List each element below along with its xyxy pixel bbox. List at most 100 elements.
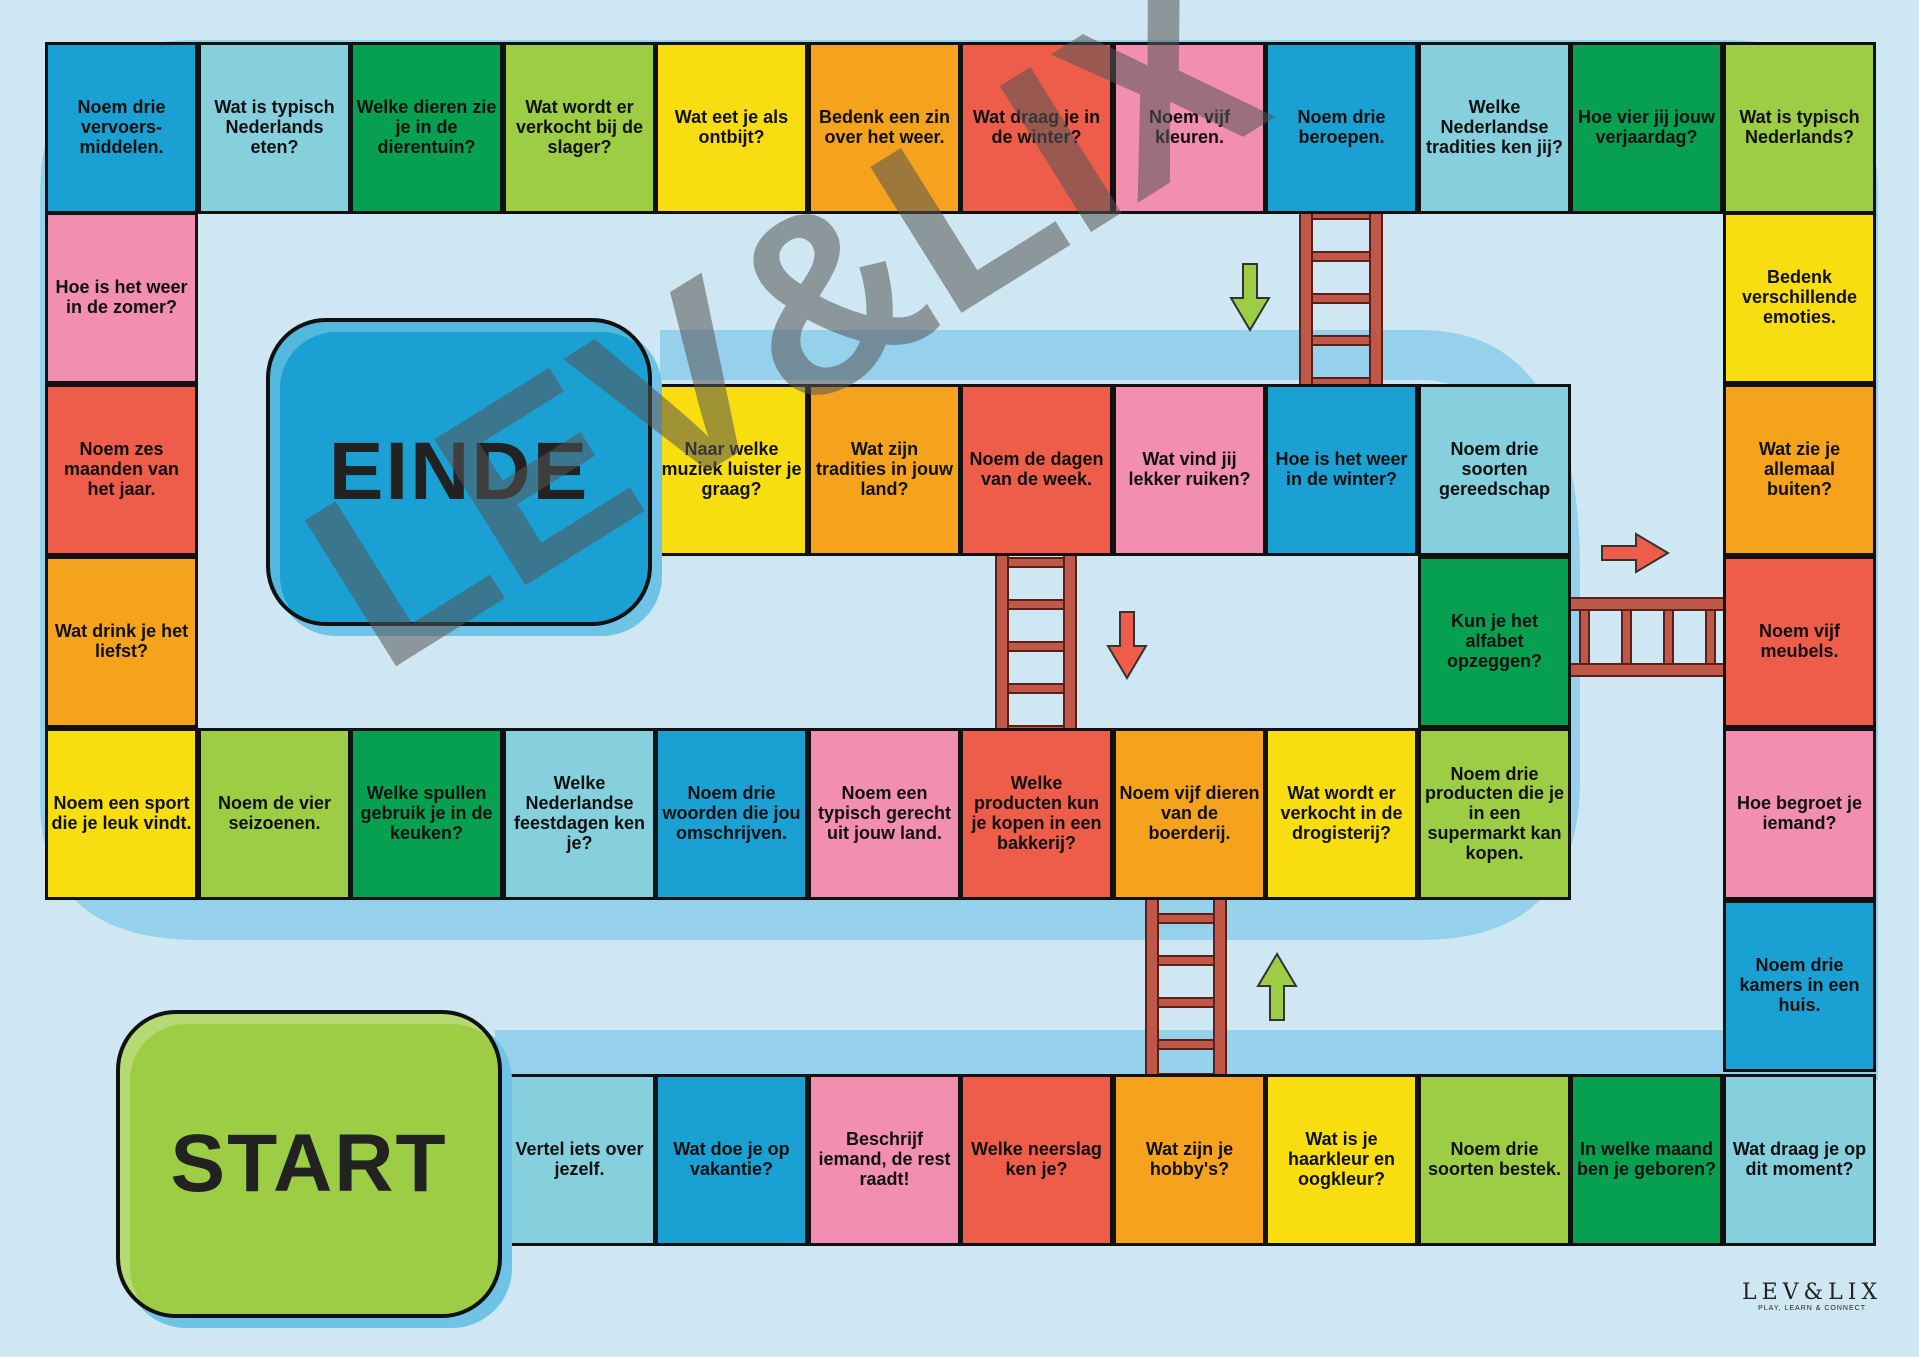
tile-question: Wat doe je op vakantie?: [673, 1139, 790, 1179]
board-tile: Hoe begroet je iemand?: [1723, 728, 1876, 900]
board-tile: Hoe is het weer in de zomer?: [45, 212, 198, 384]
tile-question: Wat eet je als ontbijt?: [674, 107, 789, 147]
tile-question: Kun je het alfabet opzeggen?: [1447, 611, 1542, 671]
board-tile: Wat zie je allemaal buiten?: [1723, 384, 1876, 556]
tile-question: Noem drie producten die je in een superm…: [1424, 763, 1565, 863]
tile-question: Noem drie woorden die jou omschrijven.: [662, 783, 801, 843]
tile-question: Wat zijn tradities in jouw land?: [815, 439, 953, 499]
board-tile: Wat zijn tradities in jouw land?: [808, 384, 961, 556]
tile-question: Welke Nederlandse tradities ken jij?: [1425, 97, 1564, 157]
tile-question: Welke producten kun je kopen in een bakk…: [971, 773, 1102, 853]
tile-question: Welke Nederlandse feestdagen ken je?: [513, 773, 646, 853]
board-tile: Noem vijf meubels.: [1723, 556, 1876, 728]
board-tile: Wat eet je als ontbijt?: [655, 42, 808, 214]
board-tile: Wat draag je in de winter?: [960, 42, 1113, 214]
tile-question: Noem vijf kleuren.: [1148, 107, 1231, 147]
tile-question: Wat vind jij lekker ruiken?: [1128, 449, 1251, 489]
board-tile: Bedenk verschillende emoties.: [1723, 212, 1876, 384]
tile-question: Noem drie soorten gereedschap: [1438, 439, 1551, 499]
board-tile: Noem een typisch gerecht uit jouw land.: [808, 728, 961, 900]
arrow-up-icon: [1256, 952, 1298, 1021]
arrow-right-icon: [1601, 532, 1670, 574]
board-tile: Wat draag je op dit moment?: [1723, 1074, 1876, 1246]
tile-question: Welke spullen gebruik je in de keuken?: [360, 783, 493, 843]
board-tile: Wat vind jij lekker ruiken?: [1113, 384, 1266, 556]
ladder-icon: [1145, 865, 1227, 1113]
board-tile: Wat zijn je hobby's?: [1113, 1074, 1266, 1246]
board-tile: Noem de vier seizoenen.: [198, 728, 351, 900]
tile-question: Noem de vier seizoenen.: [217, 793, 332, 833]
tile-question: Wat is typisch Nederlands eten?: [214, 97, 335, 157]
tile-question: Welke dieren zie je in de dierentuin?: [356, 97, 497, 157]
board-tile: Welke Nederlandse feestdagen ken je?: [503, 728, 656, 900]
tile-question: Wat is je haarkleur en oogkleur?: [1287, 1129, 1396, 1189]
board-tile: Noem drie kamers in een huis.: [1723, 900, 1876, 1072]
start-tile: START: [116, 1010, 502, 1318]
tile-question: In welke maand ben je geboren?: [1576, 1139, 1717, 1179]
board-tile: Welke spullen gebruik je in de keuken?: [350, 728, 503, 900]
tile-question: Wat zijn je hobby's?: [1145, 1139, 1234, 1179]
tile-question: Noem een sport die je leuk vindt.: [51, 793, 192, 833]
board-tile: Wat wordt er verkocht bij de slager?: [503, 42, 656, 214]
tile-question: Hoe is het weer in de winter?: [1275, 449, 1408, 489]
tile-question: Noem zes maanden van het jaar.: [63, 439, 180, 499]
tile-question: Wat wordt er verkocht in de drogisterij?: [1280, 783, 1403, 843]
board-tile: Welke producten kun je kopen in een bakk…: [960, 728, 1113, 900]
board-tile: Noem de dagen van de week.: [960, 384, 1113, 556]
board-tile: Noem drie vervoers-middelen.: [45, 42, 198, 214]
tile-question: Noem drie soorten bestek.: [1427, 1139, 1562, 1179]
board-tile: Hoe vier jij jouw verjaardag?: [1570, 42, 1723, 214]
board-tile: Wat is typisch Nederlands?: [1723, 42, 1876, 214]
brand-name: LEV&LIX: [1742, 1280, 1883, 1305]
board-tile: Wat drink je het liefst?: [45, 556, 198, 728]
tile-question: Bedenk verschillende emoties.: [1741, 267, 1858, 327]
tile-question: Noem drie beroepen.: [1297, 107, 1386, 147]
tile-question: Noem vijf meubels.: [1758, 621, 1841, 661]
brand-logo: LEV&LIX PLAY, LEARN & CONNECT: [1742, 1280, 1882, 1312]
board-tile: Beschrijf iemand, de rest raadt!: [808, 1074, 961, 1246]
tile-question: Wat wordt er verkocht bij de slager?: [515, 97, 644, 157]
board-tile: Welke neerslag ken je?: [960, 1074, 1113, 1246]
tile-question: Noem een typisch gerecht uit jouw land.: [817, 783, 952, 843]
board-tile: Vertel iets over jezelf.: [503, 1074, 656, 1246]
tile-question: Welke neerslag ken je?: [971, 1139, 1102, 1179]
brand-tagline: PLAY, LEARN & CONNECT: [1758, 1305, 1866, 1312]
board-tile: Noem zes maanden van het jaar.: [45, 384, 198, 556]
board-tile: Hoe is het weer in de winter?: [1265, 384, 1418, 556]
board-tile: Noem vijf dieren van de boerderij.: [1113, 728, 1266, 900]
tile-question: Naar welke muziek luister je graag?: [661, 439, 802, 499]
board-tile: Kun je het alfabet opzeggen?: [1418, 556, 1571, 728]
tile-question: Wat draag je op dit moment?: [1732, 1139, 1867, 1179]
board-tile: Wat is typisch Nederlands eten?: [198, 42, 351, 214]
tile-question: Noem drie vervoers-middelen.: [77, 97, 166, 157]
arrow-down-icon: [1229, 263, 1271, 332]
tile-question: Hoe begroet je iemand?: [1736, 793, 1863, 833]
end-tile: EINDE: [266, 318, 652, 626]
tile-question: Hoe is het weer in de zomer?: [55, 277, 188, 317]
tile-question: Wat is typisch Nederlands?: [1739, 107, 1860, 147]
board-tile: In welke maand ben je geboren?: [1570, 1074, 1723, 1246]
board-tile: Bedenk een zin over het weer.: [808, 42, 961, 214]
tile-question: Wat drink je het liefst?: [54, 621, 189, 661]
tile-question: Vertel iets over jezelf.: [515, 1139, 644, 1179]
board-tile: Naar welke muziek luister je graag?: [655, 384, 808, 556]
tile-question: Bedenk een zin over het weer.: [818, 107, 951, 147]
board-tile: Noem drie soorten bestek.: [1418, 1074, 1571, 1246]
board-tile: Noem drie woorden die jou omschrijven.: [655, 728, 808, 900]
tile-question: Wat zie je allemaal buiten?: [1758, 439, 1841, 499]
arrow-down-icon: [1106, 611, 1148, 680]
board-tile: Noem een sport die je leuk vindt.: [45, 728, 198, 900]
tile-question: Hoe vier jij jouw verjaardag?: [1577, 107, 1716, 147]
tile-question: Beschrijf iemand, de rest raadt!: [818, 1129, 951, 1189]
tile-question: Wat draag je in de winter?: [972, 107, 1101, 147]
board-tile: Noem vijf kleuren.: [1113, 42, 1266, 214]
board-tile: Noem drie soorten gereedschap: [1418, 384, 1571, 556]
board-tile: Wat wordt er verkocht in de drogisterij?: [1265, 728, 1418, 900]
tile-question: Noem de dagen van de week.: [969, 449, 1104, 489]
board-tile: Noem drie producten die je in een superm…: [1418, 728, 1571, 900]
board-tile: Welke dieren zie je in de dierentuin?: [350, 42, 503, 214]
board-tile: Wat is je haarkleur en oogkleur?: [1265, 1074, 1418, 1246]
board-tile: Noem drie beroepen.: [1265, 42, 1418, 214]
